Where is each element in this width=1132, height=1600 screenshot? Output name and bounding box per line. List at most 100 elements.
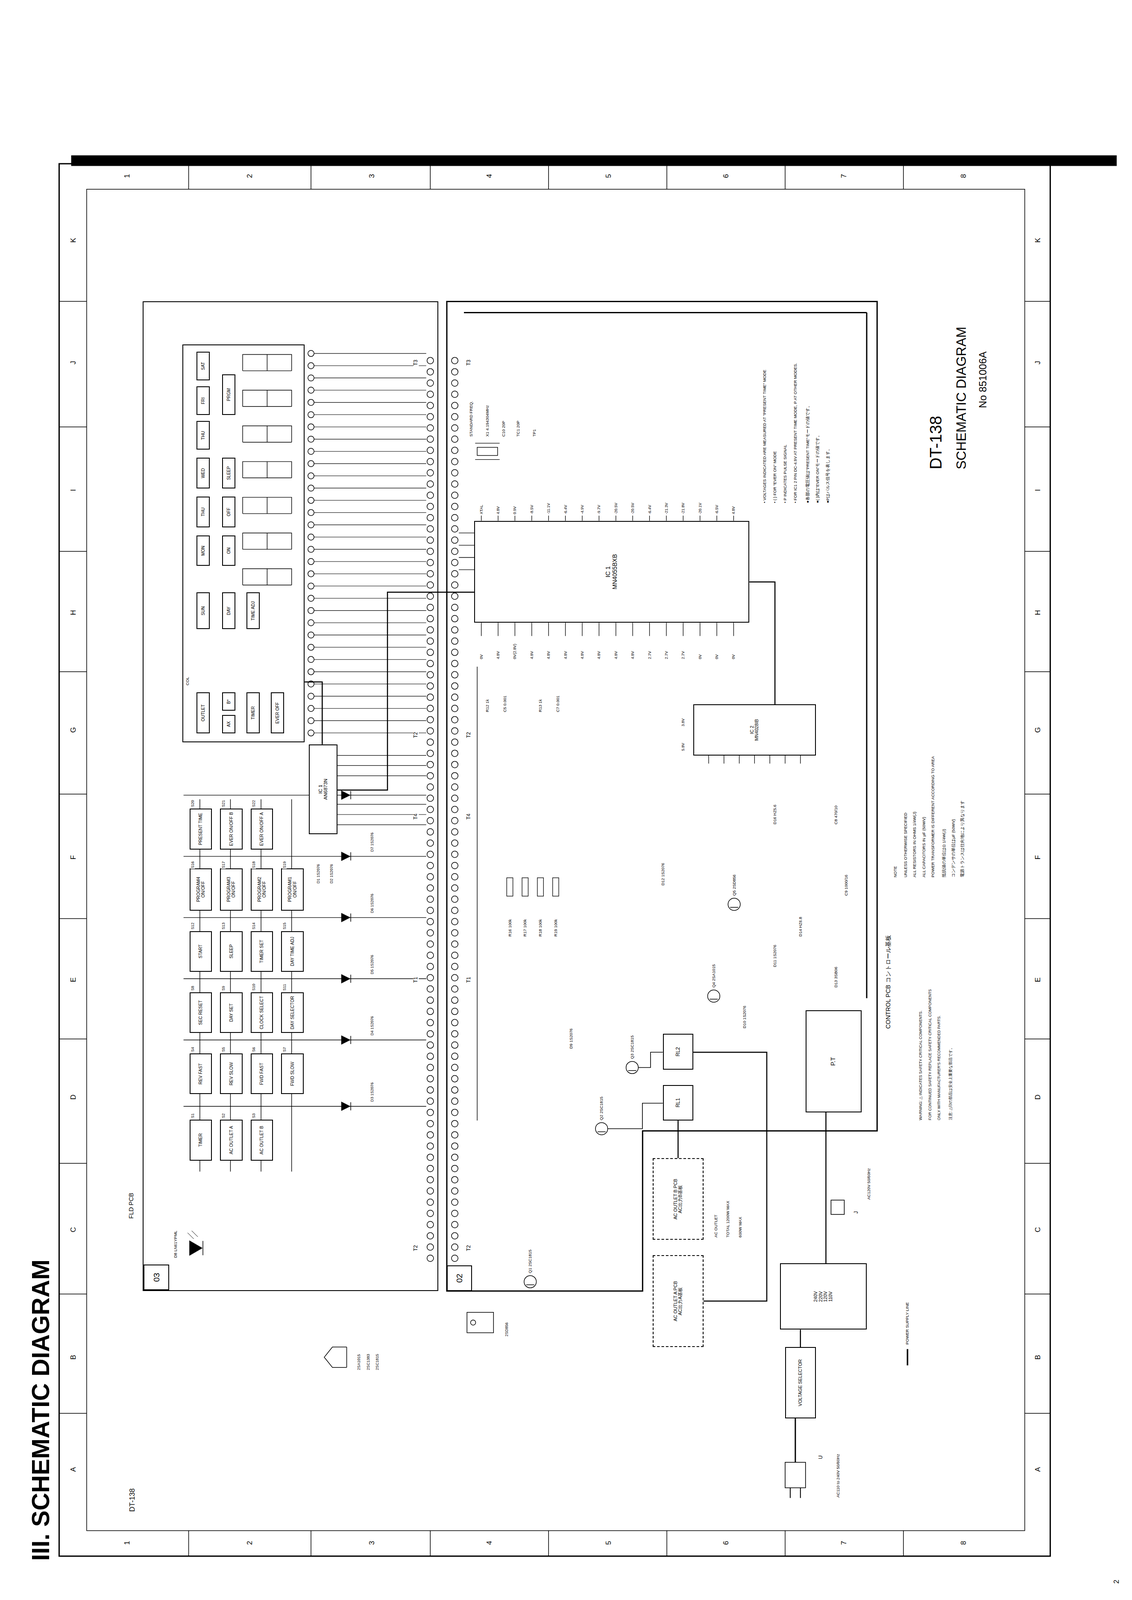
display-segment: AX <box>222 714 236 734</box>
connector-pin <box>451 1142 458 1149</box>
push-switch: PROGRAM3 ON/OFF <box>219 868 243 911</box>
relay-box: RL1 <box>662 1084 694 1121</box>
display-pin <box>307 374 314 381</box>
grid-reference: I <box>69 488 78 492</box>
connector-pin <box>451 940 458 948</box>
note-text: UNLESS OTHERWISE SPECIFIED <box>903 812 908 878</box>
wire-connector <box>677 1120 679 1158</box>
ic-pin <box>531 515 532 521</box>
connector-pin <box>427 1018 434 1026</box>
note-text: コンデンサの単位はμF (50WV) <box>951 818 957 878</box>
node-text: AC OUTLET B <box>259 1125 264 1154</box>
connector-pin <box>451 1187 458 1194</box>
connector-pin <box>451 895 458 902</box>
pin-voltage: 4.8V <box>613 650 619 660</box>
connector-pin <box>451 480 458 487</box>
transistor-symbol <box>626 1061 639 1074</box>
pin-voltage: -21.3V <box>664 502 669 515</box>
connector-pin <box>427 794 434 801</box>
node-text: CONTROL PCB コントロール基板 <box>885 934 892 1029</box>
grid-tick <box>58 1293 87 1294</box>
switch-number: S18 <box>251 860 256 869</box>
connector-pin <box>427 862 434 869</box>
grid-reference: E <box>1034 976 1042 983</box>
grid-tick <box>58 1162 87 1164</box>
digit-segment <box>266 354 268 371</box>
voltage-note: • FOR IC1 2 PIN DC-4.9V AT PRESENT TIME … <box>793 362 798 504</box>
ic-lead <box>458 568 475 570</box>
connector-pin <box>451 1018 458 1026</box>
matrix-wire <box>183 855 427 857</box>
connector-pin <box>427 401 434 409</box>
display-pin <box>307 729 314 736</box>
ic-pin <box>699 515 701 521</box>
grid-reference: J <box>1034 360 1042 365</box>
part-label: D1 1S2076 <box>316 863 321 884</box>
switch-number: S3 <box>251 1112 256 1118</box>
display-segment: SLEEP <box>222 457 236 489</box>
display-segment: ON <box>222 535 236 566</box>
connector-pin <box>427 704 434 712</box>
display-wire <box>313 499 427 501</box>
pin-voltage: -8.5V <box>529 504 534 515</box>
resistor-label: R18 100k <box>538 918 543 937</box>
part-label: D3 1S2076 <box>369 1081 375 1102</box>
grid-reference: 8 <box>959 1539 968 1545</box>
digit-segment <box>242 568 292 585</box>
display-pin <box>307 484 314 491</box>
control-wire <box>476 666 478 1121</box>
connector-pin <box>451 828 458 835</box>
crystal-symbol <box>475 459 500 460</box>
part-label: D11 1S2076 <box>772 944 778 968</box>
switch-number: S2 <box>221 1112 226 1118</box>
connector-label: T1 <box>466 976 472 983</box>
connector-pin <box>451 368 458 375</box>
node-text: EVER ON/OFF A <box>259 812 264 846</box>
connector-pin <box>451 446 458 454</box>
power-supply-line <box>794 1417 796 1462</box>
plug-mark: J <box>853 1210 860 1214</box>
display-segment: THU <box>196 420 210 450</box>
connector-pin <box>427 715 434 723</box>
part-label: C8 470/10 <box>833 804 839 825</box>
display-segment: DAY <box>222 592 236 629</box>
connector-pin <box>451 604 458 611</box>
pin-voltage: -20.5V <box>613 502 619 515</box>
ic-pin <box>548 515 549 521</box>
connector-pin <box>427 1041 434 1048</box>
diode-symbol <box>350 790 352 799</box>
connector-pin <box>427 357 434 364</box>
pin-voltage: 2.7V <box>647 650 652 660</box>
connector-pin <box>427 615 434 622</box>
grid-tick <box>903 1530 904 1556</box>
node-text: COL <box>185 676 191 686</box>
display-pin <box>307 435 314 442</box>
connector-pin <box>427 817 434 824</box>
display-wire <box>313 451 427 452</box>
switch-number: S20 <box>190 799 195 807</box>
pin-voltage: -4.9V <box>580 504 585 515</box>
grid-tick <box>1024 671 1051 672</box>
ic-lead <box>458 557 475 558</box>
push-switch: EVER ON/OFF B <box>219 808 243 849</box>
grid-reference: 2 <box>246 173 254 179</box>
ic-lead <box>458 544 475 546</box>
connector-pin <box>451 682 458 690</box>
grid-reference: 5 <box>604 173 613 179</box>
ic-pin <box>615 515 616 521</box>
part-label: D12 1S2076 <box>660 862 666 886</box>
part-label: D5 1S2076 <box>369 953 375 974</box>
display-wire <box>313 475 427 476</box>
connector-label: T3 <box>466 359 472 367</box>
resistor-symbol <box>537 877 544 896</box>
part-label: TC1 20P <box>515 419 521 437</box>
title-block: DT-138 <box>926 415 945 470</box>
pin-voltage: -6.4V <box>647 504 652 515</box>
display-pin <box>307 595 314 602</box>
matrix-wire <box>291 798 292 1171</box>
ic-lead <box>336 765 427 766</box>
connector-pin <box>427 536 434 543</box>
grid-tick <box>58 426 87 428</box>
ic-pin <box>683 515 684 521</box>
connector-pin <box>451 929 458 936</box>
